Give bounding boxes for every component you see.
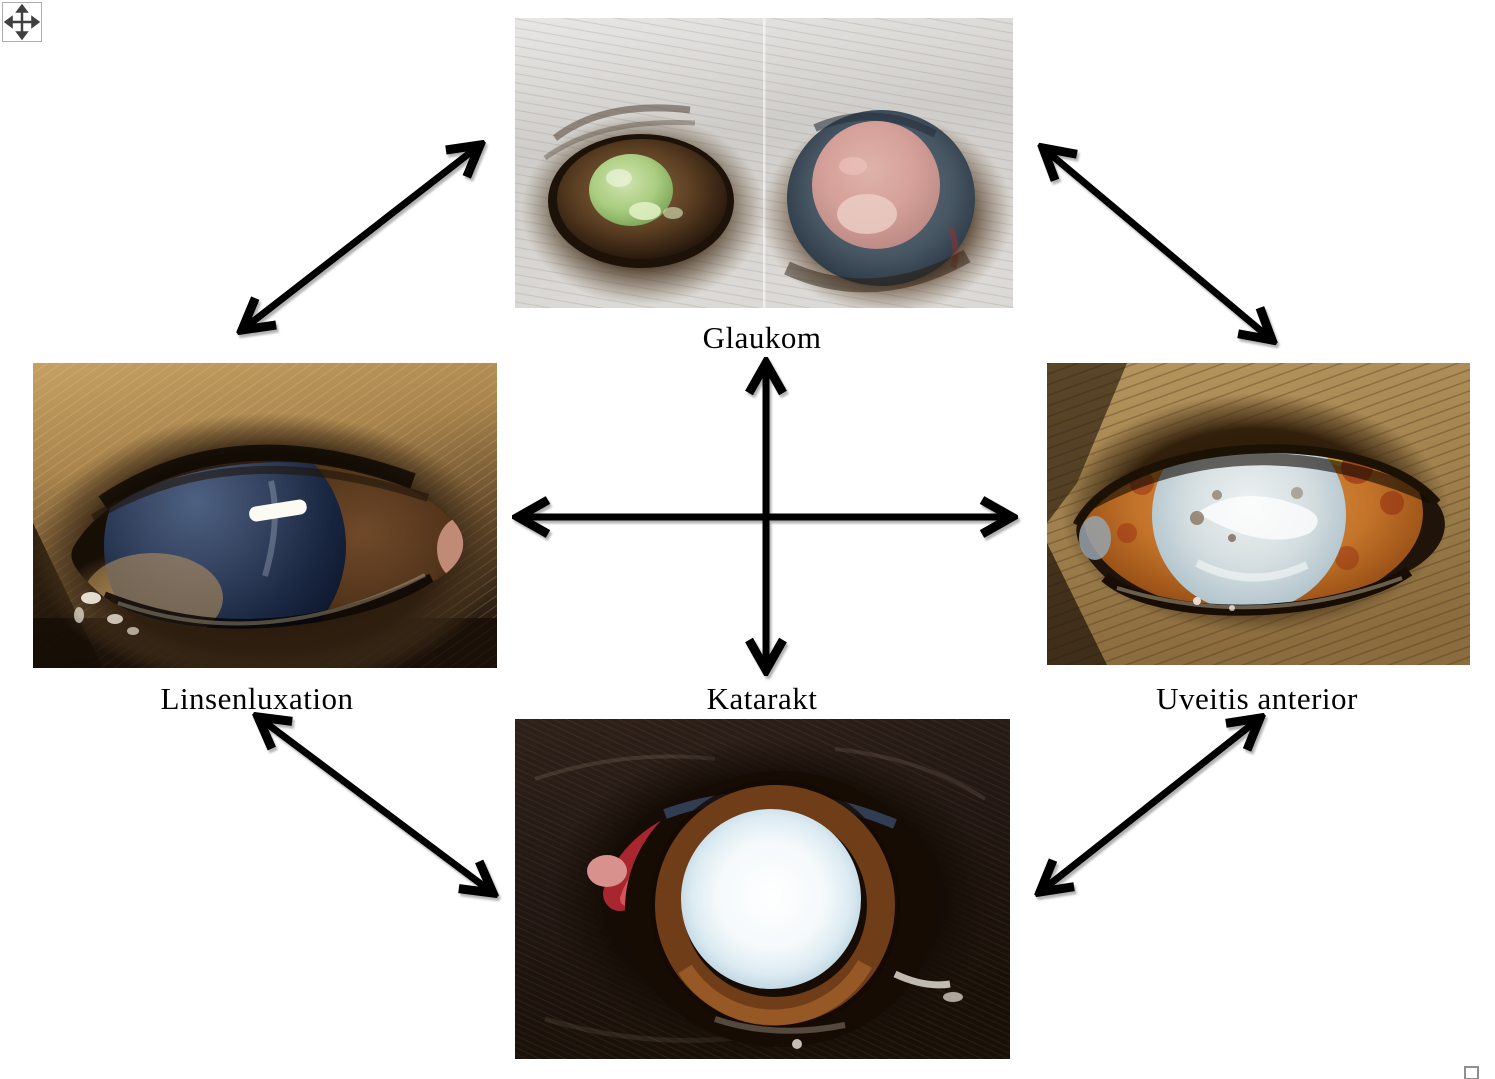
label-linsenluxation: Linsenluxation — [160, 681, 354, 716]
label-katarakt: Katarakt — [706, 681, 818, 716]
arrow-glaukom-linsenluxation — [242, 145, 480, 330]
photo-uveitis-anterior — [1047, 363, 1470, 665]
move-handle[interactable] — [2, 2, 42, 42]
corner-resize-handle[interactable] — [1464, 1066, 1479, 1079]
arrow-linsenluxation-katarakt — [258, 717, 493, 893]
label-glaukom: Glaukom — [702, 320, 822, 355]
label-uveitis-anterior: Uveitis anterior — [1156, 681, 1358, 716]
move-cross-icon — [3, 3, 41, 41]
arrow-katarakt-uveitis — [1040, 718, 1260, 892]
arrow-glaukom-uveitis — [1043, 148, 1272, 340]
photo-katarakt — [515, 719, 1010, 1059]
photo-linsenluxation — [33, 363, 497, 668]
photo-glaukom — [515, 18, 1013, 308]
